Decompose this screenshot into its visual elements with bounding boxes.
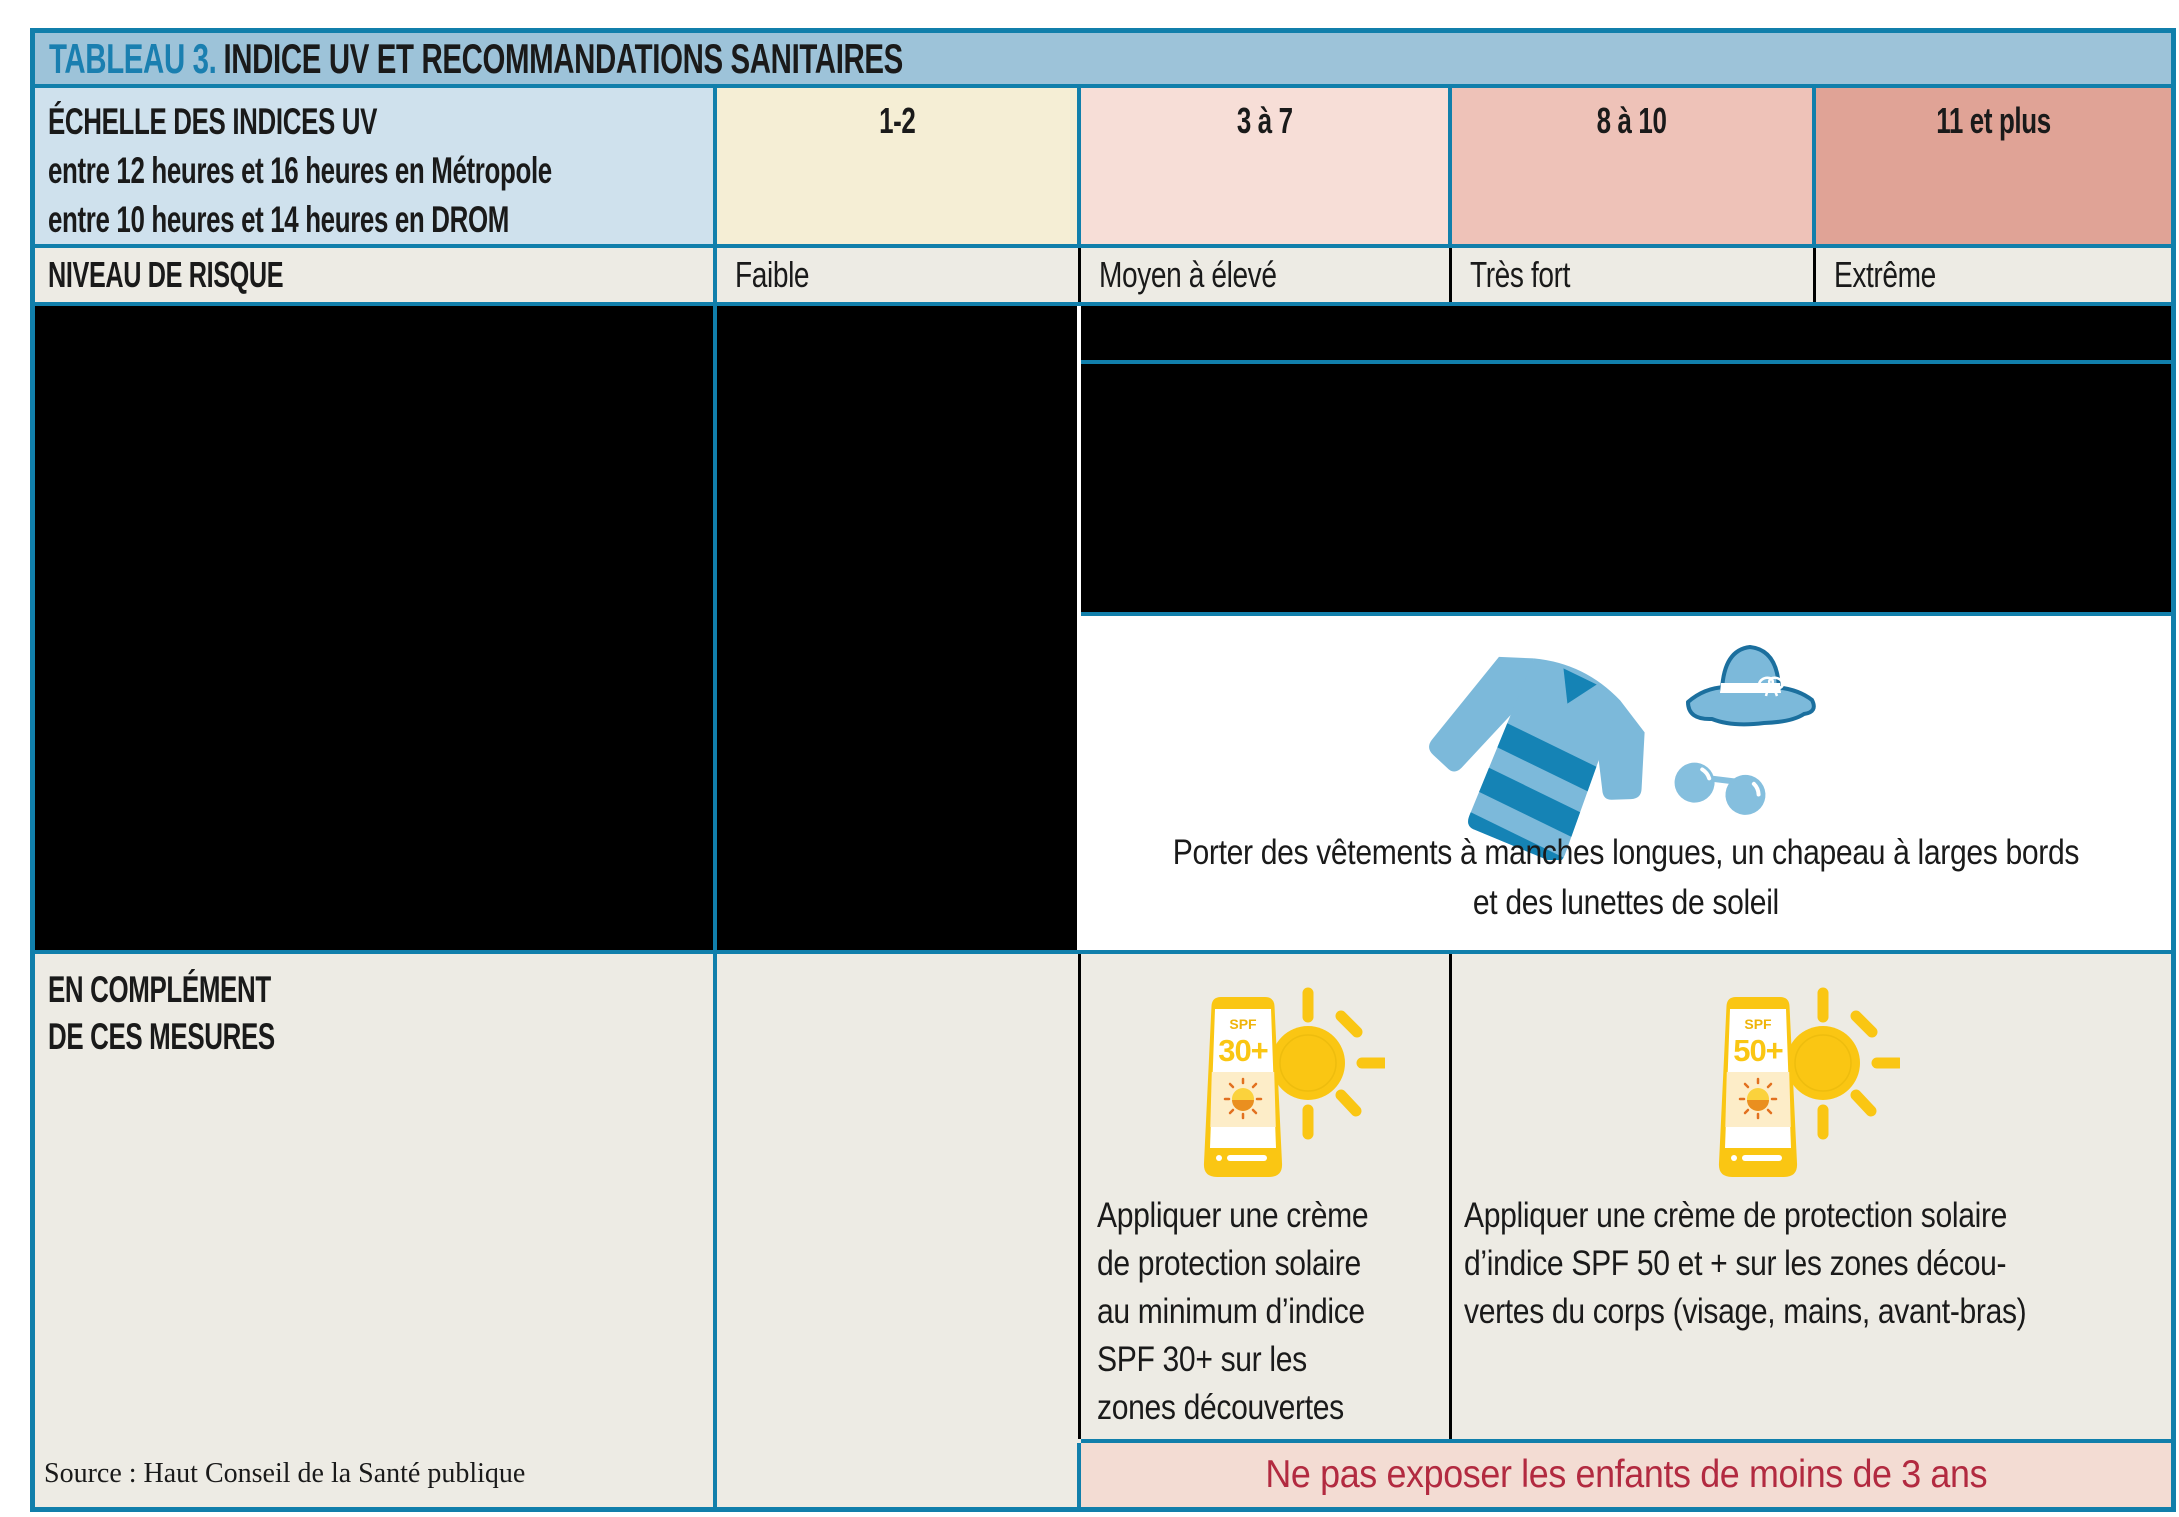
clothing-recommendation-text: Porter des vêtements à manches longues, … bbox=[1081, 828, 2171, 928]
divider bbox=[35, 950, 2171, 954]
uv-range-cell-8-10: 8 à 10 bbox=[1452, 88, 1812, 244]
uv-range-11plus: 11 et plus bbox=[1936, 100, 2051, 141]
divider bbox=[1077, 88, 1081, 244]
divider bbox=[35, 244, 2171, 248]
divider bbox=[1078, 954, 1081, 1439]
divider bbox=[1078, 248, 1081, 302]
divider bbox=[35, 84, 2171, 88]
sun-hat-icon bbox=[1680, 638, 1820, 730]
spf30-line-2: de protection solaire bbox=[1097, 1244, 1361, 1283]
uv-scale-header-cell: ÉCHELLE DES INDICES UV entre 12 heures e… bbox=[35, 88, 713, 244]
spf50-line-3: vertes du corps (visage, mains, avant-br… bbox=[1464, 1292, 2027, 1331]
uv-range-cell-1-2: 1-2 bbox=[717, 88, 1077, 244]
divider bbox=[1448, 88, 1452, 244]
table-title-bar: TABLEAU 3.INDICE UV ET RECOMMANDATIONS S… bbox=[35, 33, 2171, 84]
spf30-line-4: SPF 30+ sur les bbox=[1097, 1340, 1307, 1379]
redacted-region bbox=[1081, 306, 2171, 360]
uv-scale-hours-drom: entre 10 heures et 14 heures en DROM bbox=[48, 199, 509, 240]
warning-strip: Ne pas exposer les enfants de moins de 3… bbox=[1081, 1443, 2171, 1507]
table-number: TABLEAU 3. bbox=[49, 35, 217, 82]
spf30-line-5: zones découvertes bbox=[1097, 1388, 1344, 1427]
spf30-sunscreen-icon: SPF 30+ bbox=[1185, 977, 1385, 1187]
spf-label: SPF bbox=[1744, 1016, 1772, 1032]
spf-value: 30+ bbox=[1218, 1033, 1268, 1068]
divider bbox=[1813, 248, 1816, 302]
divider bbox=[1077, 1443, 1081, 1507]
table-title: INDICE UV ET RECOMMANDATIONS SANITAIRES bbox=[223, 35, 903, 82]
uv-scale-hours-metropole: entre 12 heures et 16 heures en Métropol… bbox=[48, 150, 552, 191]
divider bbox=[1081, 1439, 2171, 1443]
risk-value-tres-fort: Très fort bbox=[1470, 254, 1570, 295]
warning-text: Ne pas exposer les enfants de moins de 3… bbox=[1265, 1453, 1987, 1496]
risk-header: NIVEAU DE RISQUE bbox=[48, 254, 284, 295]
spf-label: SPF bbox=[1229, 1016, 1257, 1032]
clothing-recommendation-cell: Porter des vêtements à manches longues, … bbox=[1081, 616, 2171, 950]
uv-range-1-2: 1-2 bbox=[878, 100, 916, 141]
table-border bbox=[30, 28, 2176, 1512]
uv-range-cell-3-7: 3 à 7 bbox=[1081, 88, 1448, 244]
redacted-region bbox=[717, 306, 1077, 950]
clothing-line-2: et des lunettes de soleil bbox=[1472, 883, 1779, 922]
divider bbox=[1449, 954, 1452, 1439]
spf50-line-1: Appliquer une crème de protection solair… bbox=[1464, 1196, 2008, 1235]
divider bbox=[713, 88, 717, 1507]
spf50-text: Appliquer une crème de protection solair… bbox=[1464, 1192, 2164, 1336]
complement-header-cell: EN COMPLÉMENT DE CES MESURES bbox=[48, 966, 372, 1060]
redacted-region bbox=[1081, 364, 2171, 612]
uv-range-3-7: 3 à 7 bbox=[1236, 100, 1293, 141]
divider bbox=[1081, 612, 2171, 616]
risk-value-faible: Faible bbox=[735, 254, 810, 295]
divider bbox=[1081, 360, 2171, 364]
risk-header-cell: NIVEAU DE RISQUE bbox=[48, 248, 384, 302]
divider bbox=[1449, 248, 1452, 302]
spf30-line-1: Appliquer une crème bbox=[1097, 1196, 1369, 1235]
risk-value-moyen: Moyen à élevé bbox=[1099, 254, 1277, 295]
spf50-sunscreen-icon: SPF 50+ bbox=[1700, 977, 1900, 1187]
spf30-line-3: au minimum d’indice bbox=[1097, 1292, 1365, 1331]
divider bbox=[1812, 88, 1816, 244]
uv-scale-title: ÉCHELLE DES INDICES UV bbox=[48, 101, 378, 142]
sunglasses-icon bbox=[1670, 756, 1775, 822]
uv-range-8-10: 8 à 10 bbox=[1597, 100, 1667, 141]
risk-value-extreme: Extrême bbox=[1834, 254, 1936, 295]
divider bbox=[35, 302, 2171, 306]
redacted-region bbox=[35, 306, 713, 950]
clothing-line-1: Porter des vêtements à manches longues, … bbox=[1172, 833, 2080, 872]
complement-line-1: EN COMPLÉMENT bbox=[48, 969, 271, 1010]
spf-value: 50+ bbox=[1733, 1033, 1783, 1068]
spf30-text: Appliquer une crème de protection solair… bbox=[1097, 1192, 1442, 1432]
uv-range-cell-11plus: 11 et plus bbox=[1816, 88, 2171, 244]
source-note: Source : Haut Conseil de la Santé publiq… bbox=[44, 1458, 526, 1489]
spf50-line-2: d’indice SPF 50 et + sur les zones décou… bbox=[1464, 1244, 2007, 1283]
long-sleeve-shirt-icon bbox=[1425, 650, 1665, 860]
complement-line-2: DE CES MESURES bbox=[48, 1016, 275, 1057]
